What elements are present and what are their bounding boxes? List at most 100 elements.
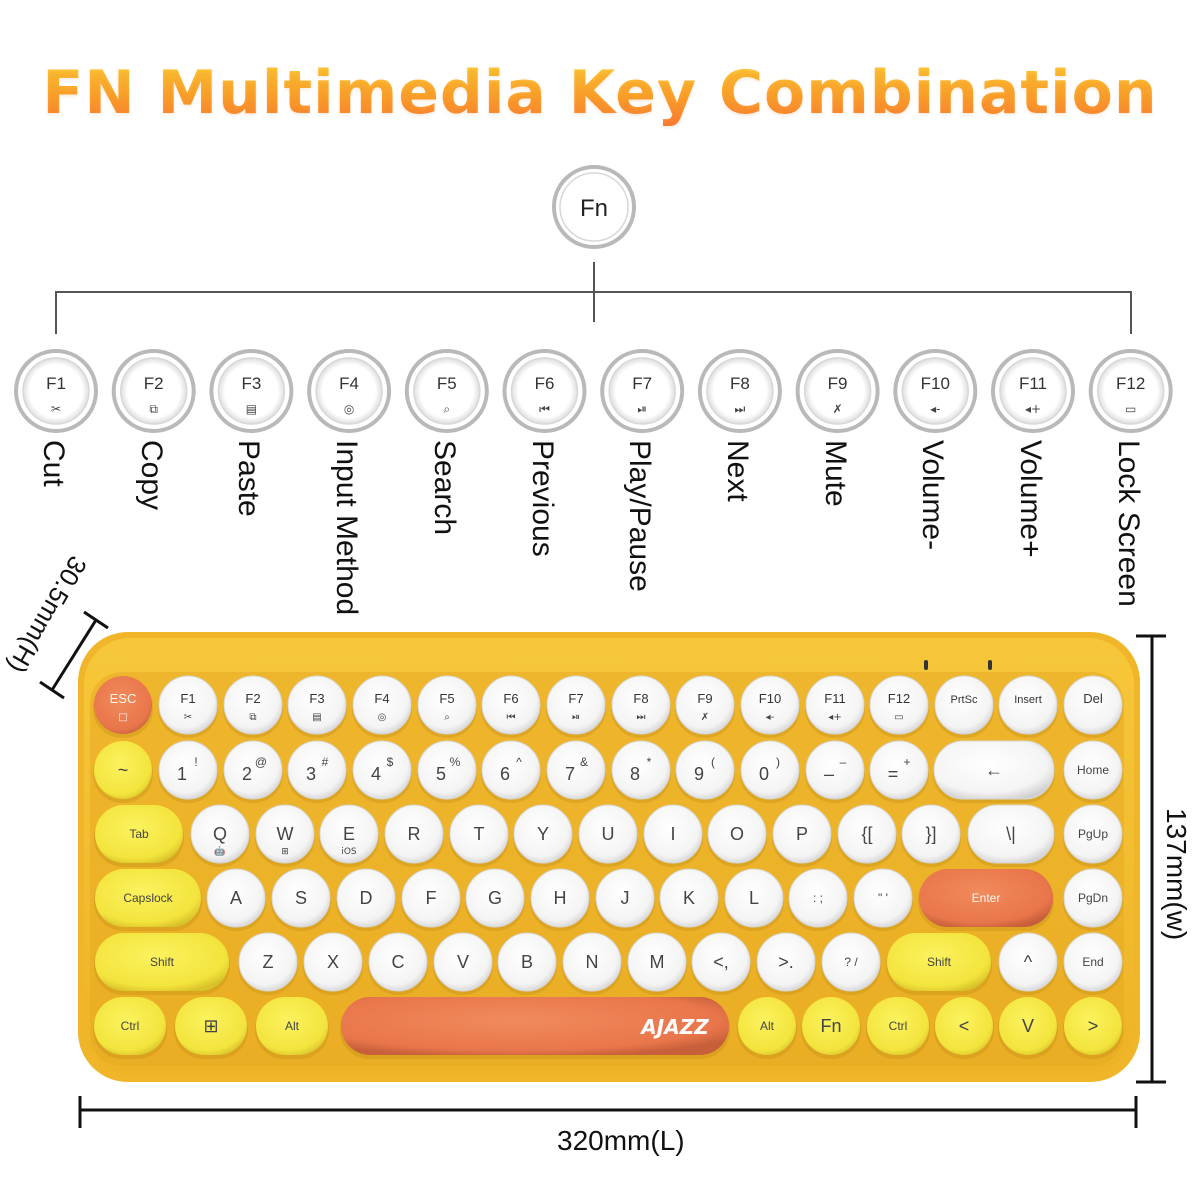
key-sym[interactable]: " '	[853, 868, 913, 931]
key-ctrl[interactable]: Ctrl	[93, 997, 167, 1059]
key-sym[interactable]: ⊞	[174, 997, 248, 1059]
key-sym[interactable]: <	[934, 997, 994, 1059]
key-a[interactable]: A	[206, 868, 266, 931]
height-tick-bottom	[39, 680, 65, 700]
key-5[interactable]: 5%	[417, 740, 477, 803]
key-z[interactable]: Z	[238, 932, 298, 995]
key-9[interactable]: 9(	[675, 740, 735, 803]
key-sym[interactable]: =+	[869, 740, 929, 803]
key-4[interactable]: 4$	[352, 740, 412, 803]
key-w[interactable]: W⊞	[255, 804, 315, 867]
key-shift-legend: (	[711, 755, 715, 769]
key-fn[interactable]: Fn	[801, 997, 861, 1059]
key-b[interactable]: B	[497, 932, 557, 995]
key-legend: H	[554, 888, 567, 908]
key-6[interactable]: 6^	[481, 740, 541, 803]
key-sym[interactable]: : ;	[788, 868, 848, 931]
key-enter[interactable]: Enter	[918, 869, 1054, 931]
key-x[interactable]: X	[303, 932, 363, 995]
key-g[interactable]: G	[465, 868, 525, 931]
key-2[interactable]: 2@	[223, 740, 283, 803]
key-f10[interactable]: F10◂-	[740, 675, 800, 738]
key-f7[interactable]: F7⏯	[546, 675, 606, 738]
key-del[interactable]: Del	[1063, 675, 1123, 738]
key-t[interactable]: T	[449, 804, 509, 867]
key-prtsc[interactable]: PrtSc	[934, 675, 994, 738]
key-pgdn[interactable]: PgDn	[1063, 868, 1123, 931]
function-label-volume: Volume-	[916, 440, 950, 551]
key-shift[interactable]: Shift	[886, 933, 992, 995]
key-f12[interactable]: F12▭	[869, 675, 929, 738]
key-sub-legend: ✂	[184, 712, 192, 723]
key-pgup[interactable]: PgUp	[1063, 804, 1123, 867]
key-k[interactable]: K	[659, 868, 719, 931]
key-legend: P	[796, 824, 808, 844]
key-f11[interactable]: F11◂+	[805, 675, 865, 738]
key-d[interactable]: D	[336, 868, 396, 931]
combo-key-label: F4	[339, 374, 359, 393]
key-7[interactable]: 7&	[546, 740, 606, 803]
key-n[interactable]: N	[562, 932, 622, 995]
key-p[interactable]: P	[772, 804, 832, 867]
key-h[interactable]: H	[530, 868, 590, 931]
key-v[interactable]: V	[433, 932, 493, 995]
key-f9[interactable]: F9✗	[675, 675, 735, 738]
key-ctrl[interactable]: Ctrl	[866, 997, 930, 1059]
key-alt[interactable]: Alt	[255, 997, 329, 1059]
key-sym[interactable]: ^	[998, 932, 1058, 995]
key-esc[interactable]: ESC□	[93, 676, 153, 738]
key-u[interactable]: U	[578, 804, 638, 867]
key-q[interactable]: Q🤖	[190, 804, 250, 867]
key-m[interactable]: M	[627, 932, 687, 995]
key-f3[interactable]: F3▤	[287, 675, 347, 738]
key-f5[interactable]: F5⌕	[417, 675, 477, 738]
key-f[interactable]: F	[401, 868, 461, 931]
key-f6[interactable]: F6⏮	[481, 675, 541, 738]
key-s[interactable]: S	[271, 868, 331, 931]
key-insert[interactable]: Insert	[998, 675, 1058, 738]
keycap	[158, 675, 218, 735]
key-f1[interactable]: F1✂	[158, 675, 218, 738]
key-v[interactable]: V	[998, 997, 1058, 1059]
key-1[interactable]: 1!	[158, 740, 218, 803]
key-sym[interactable]: }]	[901, 804, 961, 867]
key-end[interactable]: End	[1063, 932, 1123, 995]
key-f8[interactable]: F8⏭	[611, 675, 671, 738]
key-sym[interactable]: ←	[933, 740, 1055, 803]
key-legend: : ;	[813, 891, 823, 905]
key-sym[interactable]: ? /	[821, 932, 881, 995]
key-f4[interactable]: F4◎	[352, 675, 412, 738]
key-y[interactable]: Y	[513, 804, 573, 867]
key-l[interactable]: L	[724, 868, 784, 931]
keycap	[465, 868, 525, 928]
key-o[interactable]: O	[707, 804, 767, 867]
key-sym[interactable]: \|	[967, 804, 1055, 867]
key-alt[interactable]: Alt	[737, 997, 797, 1059]
key-tab[interactable]: Tab	[94, 805, 184, 867]
key-f2[interactable]: F2⧉	[223, 675, 283, 738]
key-ajazz[interactable]: AJAZZ	[340, 997, 730, 1059]
key-sym[interactable]: <,	[691, 932, 751, 995]
combo-key-label: F7	[632, 374, 652, 393]
key-home[interactable]: Home	[1063, 740, 1123, 803]
key-j[interactable]: J	[595, 868, 655, 931]
function-label-next: Next	[720, 440, 754, 502]
key-capslock[interactable]: Capslock	[94, 869, 202, 931]
key-sym[interactable]: {[	[837, 804, 897, 867]
key-sym[interactable]: >	[1063, 997, 1123, 1059]
keycap	[562, 932, 622, 992]
key-c[interactable]: C	[368, 932, 428, 995]
key-r[interactable]: R	[384, 804, 444, 867]
key-shift[interactable]: Shift	[94, 933, 230, 995]
key-3[interactable]: 3#	[287, 740, 347, 803]
key-i[interactable]: I	[643, 804, 703, 867]
key-8[interactable]: 8*	[611, 740, 671, 803]
key-sym[interactable]: >.	[756, 932, 816, 995]
key-0[interactable]: 0)	[740, 740, 800, 803]
key-sub-legend: ✗	[701, 712, 709, 723]
key-legend: ? /	[844, 955, 858, 969]
keycap	[352, 675, 412, 735]
key-sym[interactable]: ––	[805, 740, 865, 803]
key-sym[interactable]: ~	[93, 741, 153, 803]
